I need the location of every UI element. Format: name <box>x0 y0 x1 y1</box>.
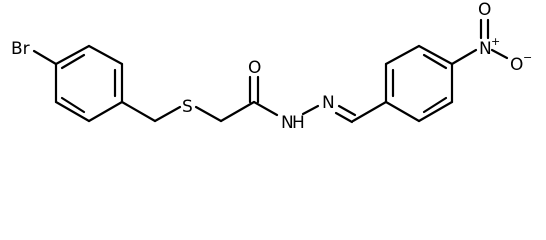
bond <box>384 44 421 66</box>
bond-ch2-carbonyl <box>219 100 256 123</box>
structural-formula: Br S O N H N N + O − O <box>11 0 532 133</box>
nitro-oxygen-double-label: O <box>478 0 491 20</box>
bond <box>87 100 124 123</box>
bond-ring-ch2 <box>120 100 157 123</box>
inner-double-bond <box>422 53 448 70</box>
amide-hydrogen-label: H <box>292 113 305 133</box>
bond-n-o-single <box>490 48 509 60</box>
imine-nitrogen-label: N <box>322 93 335 113</box>
nitro-oxygen-charge: − <box>523 51 532 64</box>
bond-ch-ring <box>351 100 388 123</box>
bond <box>87 44 124 66</box>
bond-n-n <box>301 104 320 116</box>
bond-n-ch-double <box>334 111 354 124</box>
bond-ch2-s <box>153 105 182 123</box>
inner-double-bond <box>60 96 86 114</box>
bromophenyl-ring <box>54 44 124 123</box>
inner-double-bond <box>422 96 448 114</box>
nitrophenyl-ring <box>384 44 454 123</box>
inner-double-bond <box>60 53 86 70</box>
bromine-atom-label: Br <box>11 39 30 59</box>
bond-s-ch2 <box>194 105 223 123</box>
bond <box>54 44 91 66</box>
bond <box>417 100 454 123</box>
carbonyl-oxygen-label: O <box>248 58 261 78</box>
nitro-nitrogen-charge: + <box>491 35 500 48</box>
bond <box>54 100 91 123</box>
bond-ring-br <box>32 49 58 66</box>
amide-nitrogen-label: N <box>281 113 294 133</box>
bond <box>384 100 421 123</box>
bond-ring-no2 <box>450 48 478 66</box>
nitro-nitrogen-label: N <box>479 39 492 59</box>
bond <box>417 44 454 66</box>
sulfur-atom-label: S <box>182 97 193 117</box>
bond-c-n <box>252 100 279 117</box>
nitro-oxygen-single-label: O <box>510 55 523 75</box>
bond-n-ch-double <box>337 104 357 117</box>
